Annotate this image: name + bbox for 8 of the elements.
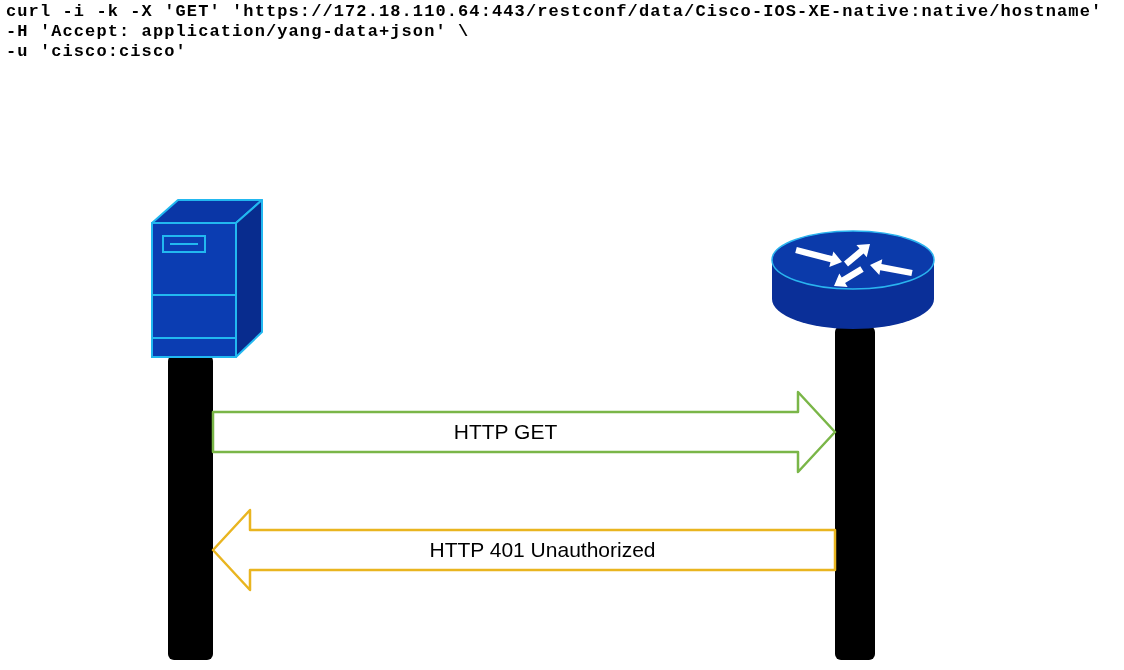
router-icon: [770, 229, 936, 331]
block-arrow: [211, 390, 837, 474]
lifeline-bar: [168, 355, 213, 660]
code-line: -u 'cisco:cisco': [6, 42, 188, 62]
lifeline-bar: [835, 326, 875, 660]
server-icon: [150, 198, 264, 359]
code-line: -H 'Accept: application/yang-data+json' \: [6, 22, 471, 42]
code-line: curl -i -k -X 'GET' 'https://172.18.110.64:443/restconf/data/Cisco-IOS-XE-native:native/hostname': [6, 2, 1103, 22]
